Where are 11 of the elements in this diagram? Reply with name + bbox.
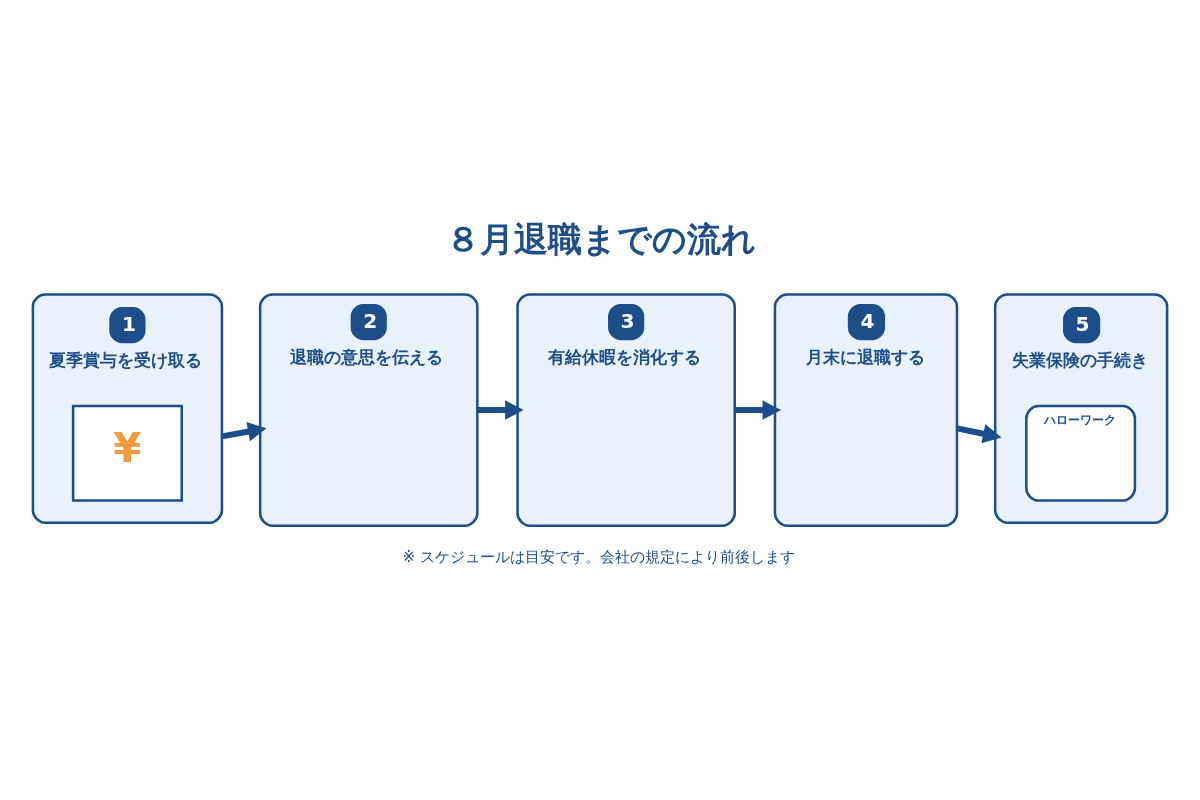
caption: ※ スケジュールは目安です。会社の規定により前後します: [402, 547, 795, 566]
arrow: [221, 422, 267, 442]
arrow: [956, 424, 1002, 444]
node-box: ¥: [71, 404, 183, 502]
node-box: ハローワーク: [1025, 404, 1137, 502]
arrow: [477, 400, 524, 420]
node-box: 2 退職の意思を伝える: [258, 293, 479, 527]
arrow: [734, 400, 782, 420]
diagram-title: ８月退職までの流れ: [445, 219, 756, 260]
node-box: 4 月末に退職する: [773, 293, 959, 527]
node-box: 3 有給休暇を消化する: [516, 293, 736, 527]
